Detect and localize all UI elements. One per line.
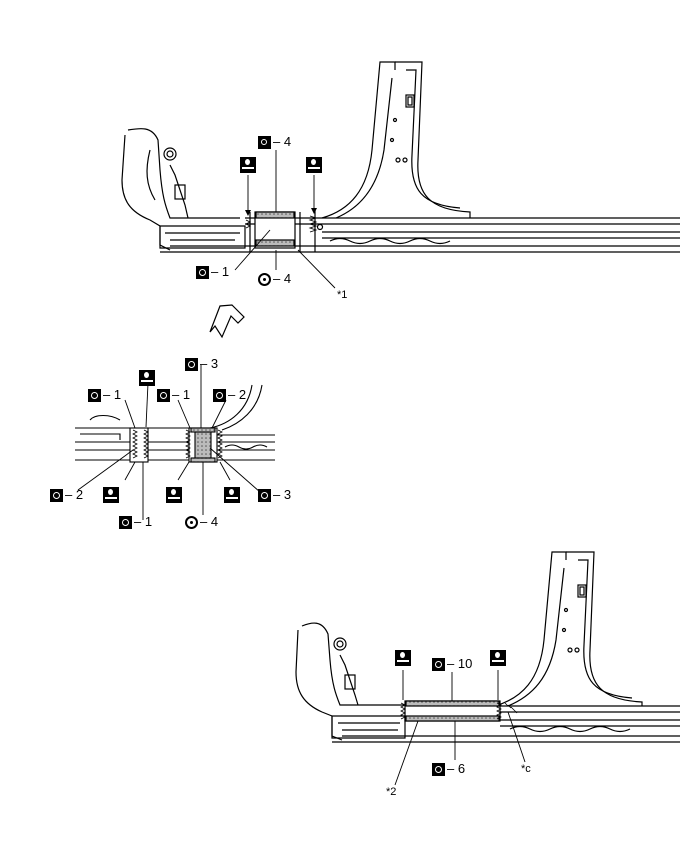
bottom-body-panel — [295, 551, 680, 743]
spot-weld-icon — [432, 763, 445, 776]
callout-label: – 2 — [65, 487, 84, 502]
spot-weld-icon — [185, 358, 198, 371]
note-label: *c — [521, 763, 531, 775]
detail-body-panel — [75, 384, 275, 463]
top-body-panel — [121, 61, 680, 253]
spot-weld-icon — [258, 136, 271, 149]
spot-weld-icon — [157, 389, 170, 402]
callout-label: – 3 — [200, 356, 219, 371]
spot-weld-icon — [196, 266, 209, 279]
callout-label: – 6 — [447, 761, 466, 776]
spot-weld-icon — [258, 489, 271, 502]
detail-leader-lines — [77, 365, 261, 520]
top-leader-lines — [234, 150, 336, 289]
callout-label: – 3 — [273, 487, 292, 502]
plug-weld-icon — [185, 516, 198, 529]
callout-label: – 1 — [211, 264, 230, 279]
braze-seal-icon — [240, 157, 256, 173]
braze-seal-icon — [224, 487, 240, 503]
braze-seal-icon — [166, 487, 182, 503]
spot-weld-icon — [213, 389, 226, 402]
plug-weld-icon — [258, 273, 271, 286]
callout-label: – 4 — [273, 134, 292, 149]
spot-weld-icon — [432, 658, 445, 671]
braze-seal-icon — [395, 650, 411, 666]
braze-seal-icon — [103, 487, 119, 503]
bottom-leader-lines — [394, 670, 526, 786]
spot-weld-icon — [119, 516, 132, 529]
note-label: *2 — [386, 786, 397, 798]
callout-label: – 1 — [103, 387, 122, 402]
callout-label: – 4 — [200, 514, 219, 529]
direction-arrow — [209, 304, 245, 339]
note-label: *1 — [337, 289, 348, 301]
braze-seal-icon — [490, 650, 506, 666]
braze-seal-icon — [306, 157, 322, 173]
spot-weld-icon — [50, 489, 63, 502]
callout-label: – 4 — [273, 271, 292, 286]
callout-label: – 1 — [172, 387, 191, 402]
spot-weld-icon — [88, 389, 101, 402]
callout-label: – 1 — [134, 514, 153, 529]
callout-label: – 10 — [447, 656, 473, 671]
callout-label: – 2 — [228, 387, 247, 402]
braze-seal-icon — [139, 370, 155, 386]
